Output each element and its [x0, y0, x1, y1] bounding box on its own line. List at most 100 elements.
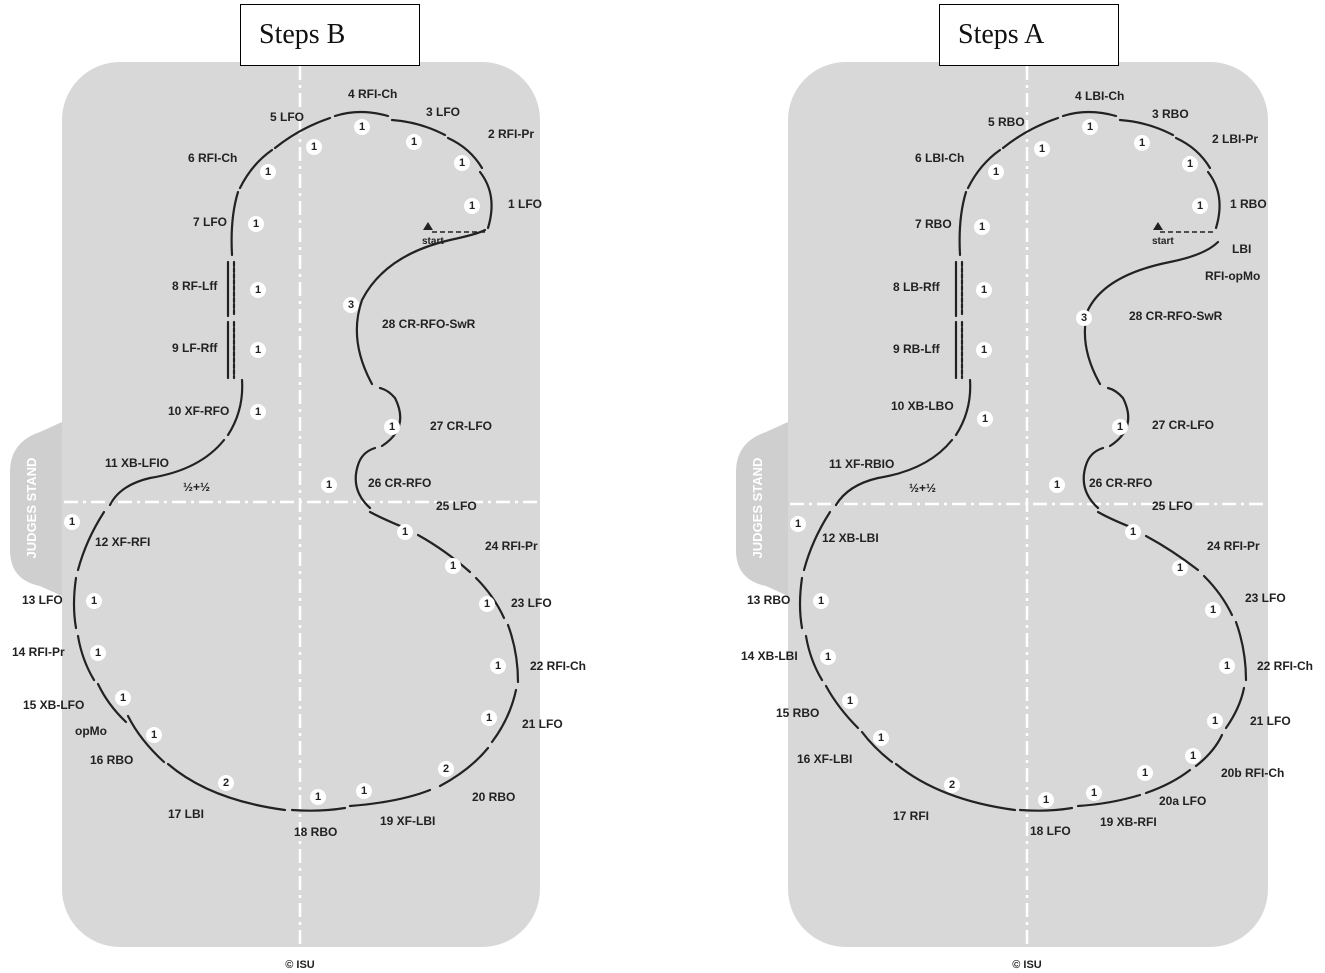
count-marker: 1 — [820, 649, 836, 665]
step-label: 20 RBO — [472, 790, 515, 804]
count-circle — [944, 777, 960, 793]
edge-2 — [446, 136, 484, 170]
edge-6 — [966, 148, 1002, 190]
count-value: 1 — [993, 166, 999, 178]
count-marker: 1 — [1207, 713, 1223, 729]
step-label: 22 RFI-Ch — [1257, 659, 1313, 673]
step-label: 28 CR-RFO-SwR — [382, 317, 476, 331]
count-circle — [1205, 602, 1221, 618]
edge-3 — [1118, 118, 1175, 137]
count-marker: 1 — [1185, 748, 1201, 764]
step-label: 12 XF-RFI — [95, 535, 150, 549]
step-label: 28 CR-RFO-SwR — [1129, 309, 1223, 323]
edge-1 — [1206, 170, 1221, 230]
pattern-path: start — [72, 110, 520, 812]
count-marker: 3 — [1076, 310, 1092, 326]
step-label: ½+½ — [909, 481, 936, 495]
count-marker: 1 — [248, 216, 264, 232]
edge-11 — [834, 438, 954, 507]
edge-18 — [1018, 806, 1074, 812]
count-value: 1 — [326, 479, 332, 491]
count-value: 2 — [949, 779, 955, 791]
edge-3 — [390, 118, 447, 137]
count-circle — [454, 155, 470, 171]
count-circle — [384, 419, 400, 435]
count-circle — [490, 658, 506, 674]
count-circle — [354, 119, 370, 135]
start-marker — [423, 222, 433, 230]
count-circle — [1182, 156, 1198, 172]
count-marker: 1 — [250, 342, 266, 358]
step-label: 21 LFO — [1250, 714, 1291, 728]
count-circle — [988, 164, 1004, 180]
edge-14 — [76, 634, 96, 682]
edge-12 — [802, 510, 832, 572]
count-value: 2 — [223, 777, 229, 789]
edge-15 — [96, 682, 128, 724]
edge-21 — [1224, 686, 1246, 730]
edge-17 — [894, 762, 1017, 812]
count-value: 1 — [95, 647, 101, 659]
count-value: 1 — [1091, 787, 1097, 799]
edge-19 — [348, 788, 432, 808]
edge-24 — [416, 533, 472, 574]
count-marker: 1 — [842, 693, 858, 709]
count-marker: 1 — [974, 219, 990, 235]
judges-stand-label: JUDGES STAND — [24, 458, 39, 559]
count-circle — [343, 297, 359, 313]
count-circle — [115, 690, 131, 706]
edge-26 — [1082, 446, 1105, 510]
count-circle — [250, 342, 266, 358]
count-marker: 1 — [445, 558, 461, 574]
step-label: 9 RB-Lff — [893, 342, 941, 356]
count-circle — [1076, 310, 1092, 326]
step-label: 12 XB-LBI — [822, 531, 879, 545]
count-circle — [250, 282, 266, 298]
count-circle — [976, 282, 992, 298]
edge-2 — [1174, 136, 1212, 170]
step-label: LBI — [1232, 242, 1251, 256]
count-marker: 1 — [250, 282, 266, 298]
count-marker: 1 — [976, 282, 992, 298]
count-circle — [842, 693, 858, 709]
step-label: 10 XF-RFO — [168, 404, 229, 418]
step-label: 27 CR-LFO — [430, 419, 492, 433]
edge-20a — [1144, 768, 1192, 795]
edge-14 — [804, 634, 824, 682]
count-circle — [1192, 198, 1208, 214]
edge-11 — [108, 438, 226, 507]
count-circle — [1034, 141, 1050, 157]
count-marker: 2 — [438, 761, 454, 777]
step-label: 19 XF-LBI — [380, 814, 435, 828]
edge-18 — [290, 806, 347, 812]
count-marker: 1 — [1134, 135, 1150, 151]
count-marker: 2 — [218, 775, 234, 791]
count-value: 1 — [1054, 479, 1060, 491]
count-marker: 1 — [384, 419, 400, 435]
edge-10 — [954, 378, 972, 437]
count-marker: 1 — [1034, 141, 1050, 157]
count-value: 1 — [818, 595, 824, 607]
count-marker: 1 — [1182, 156, 1198, 172]
edge-4 — [333, 110, 390, 118]
step-label: 7 RBO — [915, 217, 952, 231]
edge-23 — [474, 576, 506, 620]
count-value: 1 — [1142, 767, 1148, 779]
count-circle — [1137, 765, 1153, 781]
count-value: 1 — [1139, 137, 1145, 149]
count-value: 1 — [151, 729, 157, 741]
step-label: 26 CR-RFO — [368, 476, 431, 490]
start-label: start — [422, 236, 444, 247]
count-marker: 1 — [1086, 785, 1102, 801]
count-marker: 1 — [406, 134, 422, 150]
step-label: 24 RFI-Pr — [1207, 539, 1260, 553]
count-marker: 1 — [321, 477, 337, 493]
step-label: 6 RFI-Ch — [188, 151, 237, 165]
count-value: 1 — [878, 732, 884, 744]
count-value: 1 — [847, 695, 853, 707]
step-label: 25 LFO — [1152, 499, 1193, 513]
panel-title: Steps B — [240, 4, 420, 66]
count-value: 1 — [469, 200, 475, 212]
